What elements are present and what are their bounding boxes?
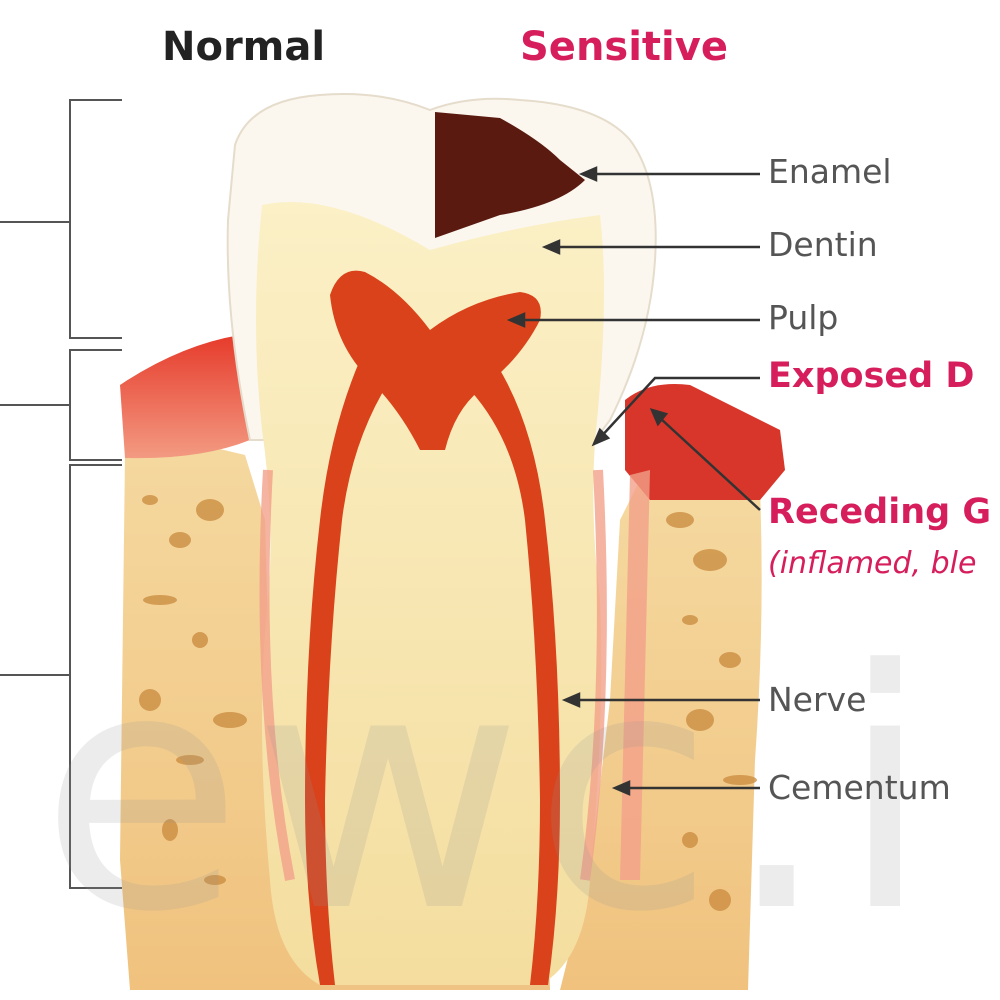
bone-pore: [686, 709, 714, 731]
bone-pore: [139, 689, 161, 711]
label-dentin: Dentin: [768, 225, 878, 264]
gum-left: [120, 335, 255, 459]
bone-pore: [723, 775, 757, 785]
pulp-chamber: [330, 270, 541, 450]
label-enamel: Enamel: [768, 152, 892, 191]
tooth-dentin: [256, 202, 604, 985]
bone-pore: [162, 819, 178, 841]
bone-pore: [142, 495, 158, 505]
label-pulp: Pulp: [768, 298, 839, 337]
decay-cavity: [435, 112, 585, 238]
pointer-lines: [506, 166, 761, 796]
bone-pore: [693, 549, 727, 571]
cementum-outline: [259, 469, 607, 881]
bone-pore: [682, 615, 698, 625]
bone-pore: [143, 595, 177, 605]
bone-pore: [196, 499, 224, 521]
bone-pore: [682, 832, 698, 848]
bracket-lines: [0, 99, 122, 889]
bone-pore: [719, 652, 741, 668]
label-cementum: Cementum: [768, 768, 951, 807]
bone-pore: [709, 889, 731, 911]
bone-pore: [204, 875, 226, 885]
label-receding-gums: Receding G: [768, 492, 992, 532]
root-canal-right: [470, 370, 560, 985]
gum-right-lining: [620, 470, 650, 880]
header-normal: Normal: [162, 24, 326, 70]
label-receding-note: (inflamed, ble: [768, 546, 977, 581]
bone-pore: [169, 532, 191, 548]
bone-pore: [176, 755, 204, 765]
root-canal-left: [305, 360, 390, 985]
label-exposed-dentin: Exposed D: [768, 356, 975, 396]
label-nerve: Nerve: [768, 680, 867, 719]
bone-right: [560, 480, 762, 990]
bone-pore: [192, 632, 208, 648]
bone-pore: [666, 512, 694, 528]
header-sensitive: Sensitive: [520, 24, 728, 70]
bone-pore: [213, 712, 247, 728]
